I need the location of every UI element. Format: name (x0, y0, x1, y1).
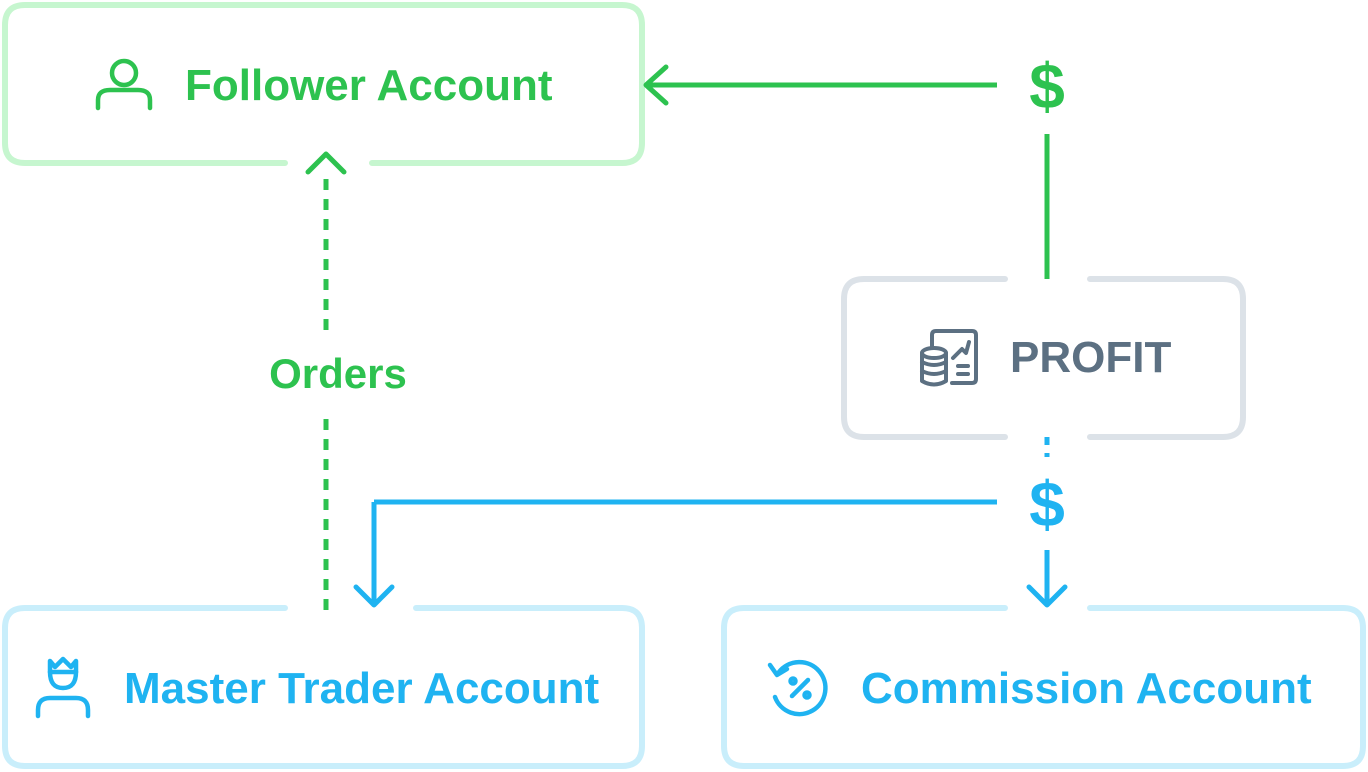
crowned-user-icon (35, 656, 91, 719)
master-trader-account-box (2, 605, 645, 769)
profit-box-left (841, 276, 1008, 440)
profit-split-dollar-label: $ (1029, 468, 1065, 540)
profit-to-follower-arrowhead (643, 64, 669, 106)
orders-arrowhead (305, 151, 347, 175)
profit-label: PROFIT (1010, 333, 1171, 382)
master-trader-account-label: Master Trader Account (124, 664, 600, 713)
commission-account-box (721, 605, 1366, 769)
coins-document-icon (920, 329, 978, 387)
profit-box-right (1087, 276, 1246, 440)
user-icon (95, 58, 153, 111)
profit-split-to-commission-arrowhead (1026, 584, 1068, 608)
orders-label: Orders (269, 350, 407, 397)
follower-account-box (2, 2, 645, 166)
percent-refresh-icon (767, 659, 828, 717)
profit-to-follower-dollar-label: $ (1029, 50, 1065, 122)
profit-split-to-master-arrowhead (353, 584, 395, 608)
follower-account-label: Follower Account (185, 61, 553, 110)
commission-account-label: Commission Account (861, 664, 1312, 713)
